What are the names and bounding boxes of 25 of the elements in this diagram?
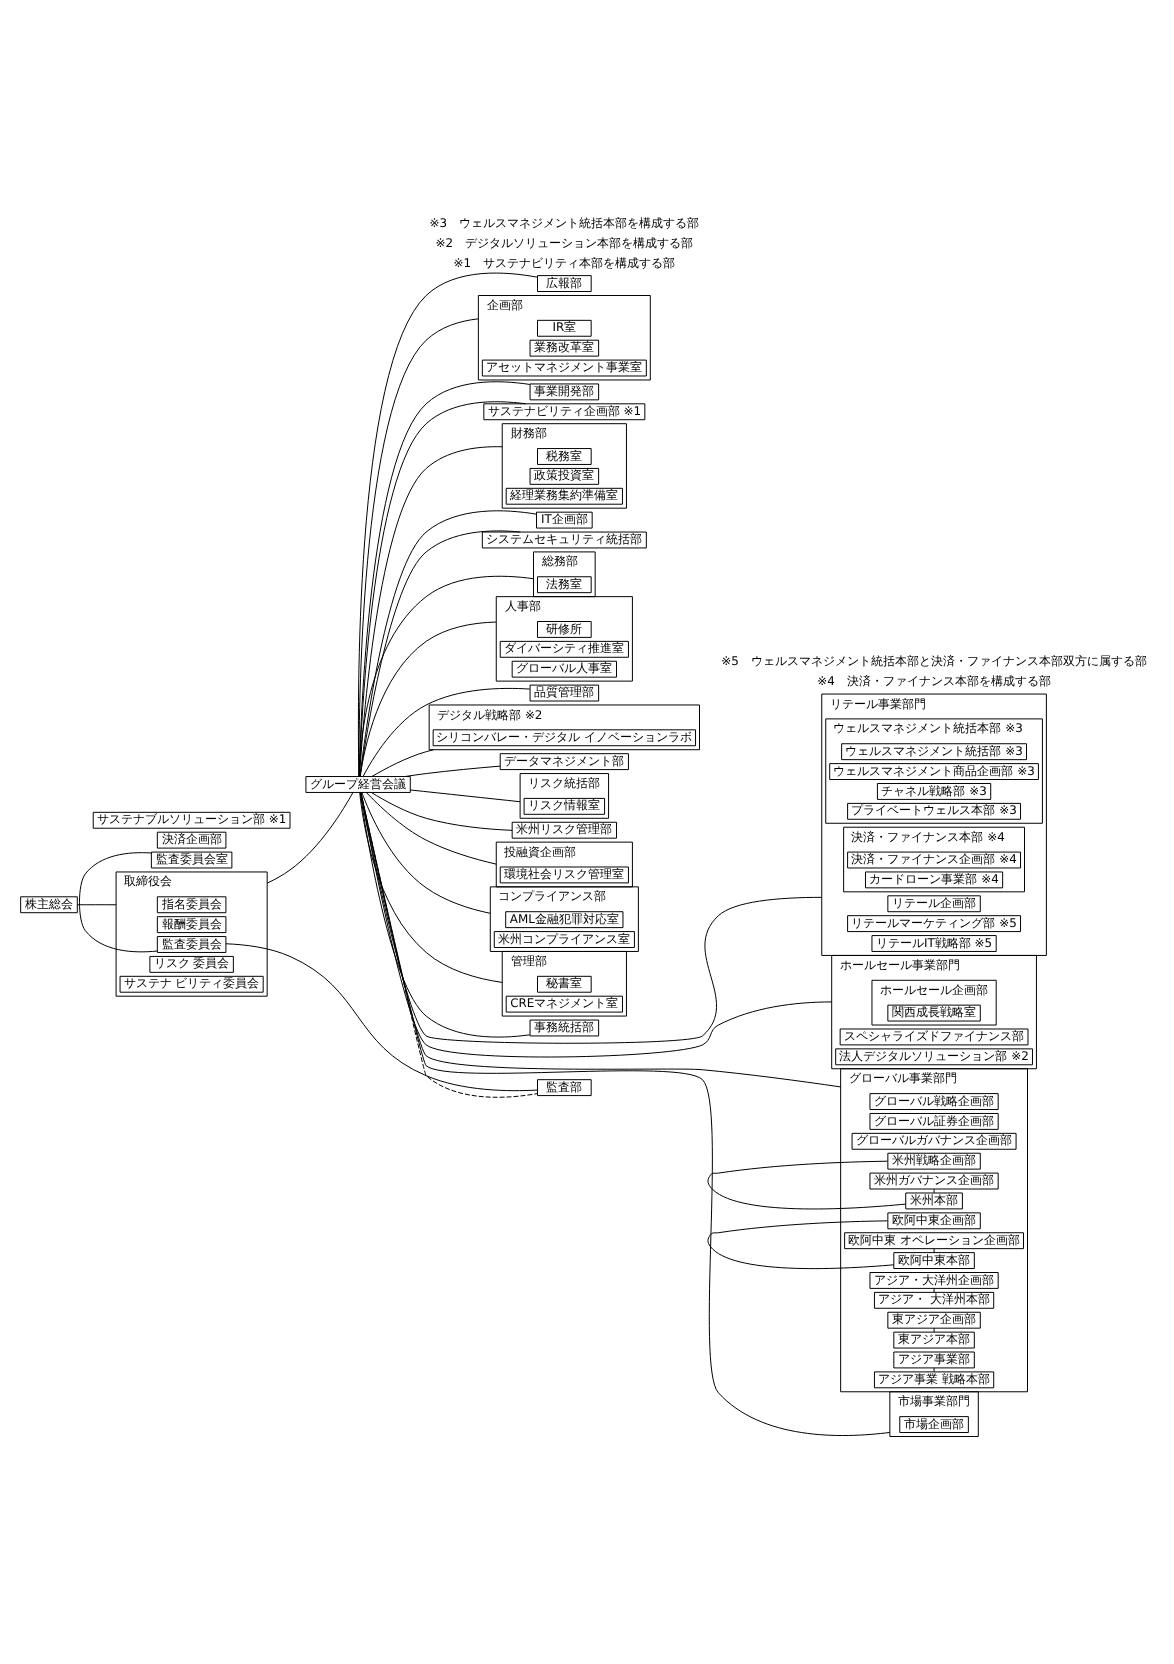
connector [707, 1220, 895, 1270]
connector [371, 749, 435, 777]
connector [933, 1367, 935, 1373]
connector [361, 791, 491, 914]
connector [358, 318, 479, 777]
connector [370, 792, 513, 831]
connector [225, 943, 538, 1092]
connector [933, 1188, 935, 1194]
connector [357, 272, 538, 777]
connector [359, 530, 521, 777]
connector [266, 792, 354, 884]
connector [409, 789, 521, 803]
connector [360, 792, 538, 1098]
connector [359, 446, 503, 777]
connector [359, 792, 531, 1038]
connector [359, 792, 503, 983]
connector [78, 852, 158, 953]
connector [933, 1327, 935, 1333]
connector [366, 792, 497, 865]
connector [404, 765, 501, 777]
connector [360, 791, 891, 1436]
connector [76, 904, 117, 906]
connector [359, 621, 497, 777]
connector [359, 510, 537, 777]
connector [358, 575, 535, 777]
